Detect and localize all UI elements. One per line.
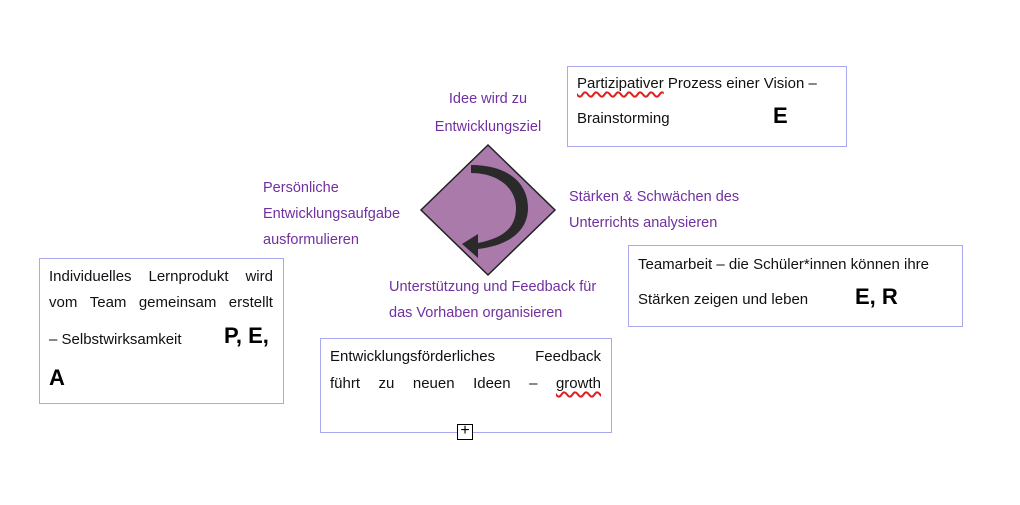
word: – (529, 375, 538, 392)
vision-box[interactable]: Partizipativer Prozess einer Vision – Br… (567, 66, 847, 147)
vision-line-2: Brainstorming (577, 110, 670, 127)
word: Feedback (535, 348, 601, 365)
label-line: Unterstützung und Feedback für (389, 279, 597, 295)
team-line-1: Teamarbeit – die Schüler*innen können ih… (638, 256, 930, 273)
word: wird (245, 268, 273, 285)
individual-tag-2: A (49, 365, 65, 390)
label-line: Unterrichts analysieren (569, 215, 718, 231)
label-line: ausformulieren (263, 232, 359, 248)
vision-tag: E (773, 103, 788, 128)
team-box[interactable]: Teamarbeit – die Schüler*innen können ih… (628, 245, 963, 327)
label-line: Stärken & Schwächen des (569, 189, 740, 205)
individual-line-1: Individuelles Lernprodukt wird (49, 268, 273, 285)
center-diamond (419, 143, 557, 277)
label-line: Idee wird zu (448, 91, 528, 107)
label-line: das Vorhaben organisieren (389, 305, 563, 321)
team-tag: E, R (855, 284, 898, 309)
word: neuen (412, 375, 455, 392)
text: Prozess einer Vision – (663, 75, 817, 92)
team-line-2: Stärken zeigen und leben (638, 291, 809, 308)
label-line: Entwicklungsaufgabe (263, 206, 401, 222)
word: Entwicklungsförderliches (330, 348, 496, 365)
individual-tag-1: P, E, (224, 323, 269, 348)
word: führt (330, 375, 361, 392)
word: Ideen (473, 375, 511, 392)
label-line: Entwicklungsziel (434, 119, 542, 135)
spellcheck-word[interactable]: growth (555, 375, 601, 392)
word: Individuelles (49, 268, 132, 285)
word: Lernprodukt (148, 268, 229, 285)
individual-line-2: vom Team gemeinsam erstellt (49, 294, 273, 311)
label-left: Persönliche Entwicklungsaufgabe ausformu… (263, 175, 400, 253)
label-bottom: Unterstützung und Feedback für das Vorha… (389, 274, 596, 326)
spellcheck-word[interactable]: Partizipativer (577, 75, 664, 92)
individual-box[interactable]: Individuelles Lernprodukt wird vom Team geme… (39, 258, 284, 404)
word: gemeinsam (138, 294, 217, 311)
cycle-arrow-icon (462, 165, 528, 258)
expand-plus-icon[interactable]: + (457, 423, 473, 440)
word: Team (89, 294, 127, 311)
label-right: Stärken & Schwächen des Unterrichts anal… (569, 184, 739, 236)
label-top: Idee wird zu Entwicklungsziel (428, 86, 548, 140)
individual-line-3: – Selbstwirksamkeit (49, 331, 182, 348)
label-line: Persönliche (263, 180, 339, 196)
word: erstellt (228, 294, 273, 311)
word: zu (378, 375, 395, 392)
word: vom (49, 294, 78, 311)
vision-line-1: Partizipativer Prozess einer Vision – (577, 75, 817, 92)
feedback-line-1: Entwicklungsförderliches Feedback (330, 348, 601, 365)
